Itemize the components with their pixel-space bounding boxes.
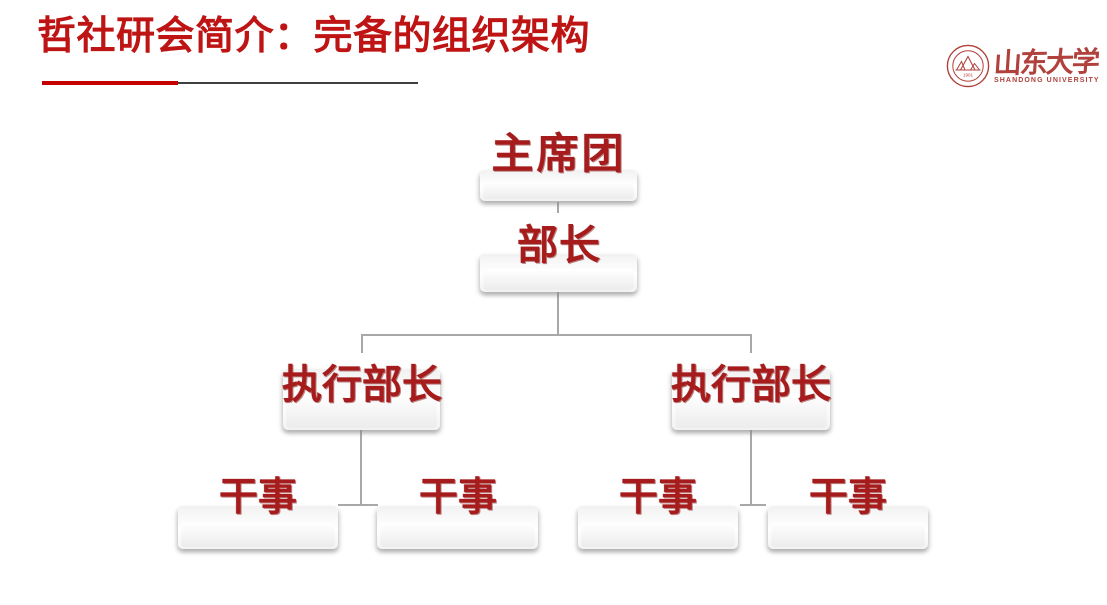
connector-branch-horizontal xyxy=(361,334,752,336)
org-node-presidium-box xyxy=(480,170,637,201)
org-node-officer-4-label: 干事 xyxy=(808,476,888,519)
connector-officers-right-tick xyxy=(740,504,766,506)
university-name-cn: 山东大学 xyxy=(992,47,1099,80)
org-node-exec-minister-left-box xyxy=(283,369,440,430)
org-node-officer-1-label: 干事 xyxy=(218,476,298,519)
org-node-officer-3-box xyxy=(578,506,738,549)
org-node-officer-4-box xyxy=(768,506,928,549)
org-node-officer-2-box xyxy=(377,506,538,549)
seal-year-text: 1901 xyxy=(963,73,974,78)
page-title: 哲社研会简介：完备的组织架构 xyxy=(37,15,591,58)
title-rule xyxy=(178,82,418,84)
university-name-en: SHANDONG UNIVERSITY xyxy=(994,77,1100,84)
connector-drop-left xyxy=(361,336,363,353)
org-node-exec-minister-right-box xyxy=(672,369,830,430)
org-node-officer-1-box xyxy=(178,506,338,549)
connector-minister-down xyxy=(557,292,559,335)
org-node-exec-minister-left-label: 执行部长 xyxy=(282,362,442,407)
title-accent-bar xyxy=(42,81,178,85)
connector-drop-right xyxy=(750,336,752,353)
connector-exec-left-down xyxy=(360,430,362,505)
university-logo: 1901 山东大学 SHANDONG UNIVERSITY xyxy=(944,40,1104,92)
org-node-exec-minister-right-label: 执行部长 xyxy=(671,362,831,407)
connector-officers-left-tick xyxy=(338,504,378,506)
org-node-minister-box xyxy=(480,254,637,292)
university-seal-icon: 1901 xyxy=(946,44,990,88)
connector-root-to-minister xyxy=(557,202,559,213)
org-node-officer-3-label: 干事 xyxy=(618,476,698,519)
connector-exec-right-down xyxy=(750,430,752,505)
org-node-presidium-label: 主席团 xyxy=(491,132,627,178)
org-node-minister-label: 部长 xyxy=(517,222,601,268)
org-node-officer-2-label: 干事 xyxy=(418,476,498,519)
